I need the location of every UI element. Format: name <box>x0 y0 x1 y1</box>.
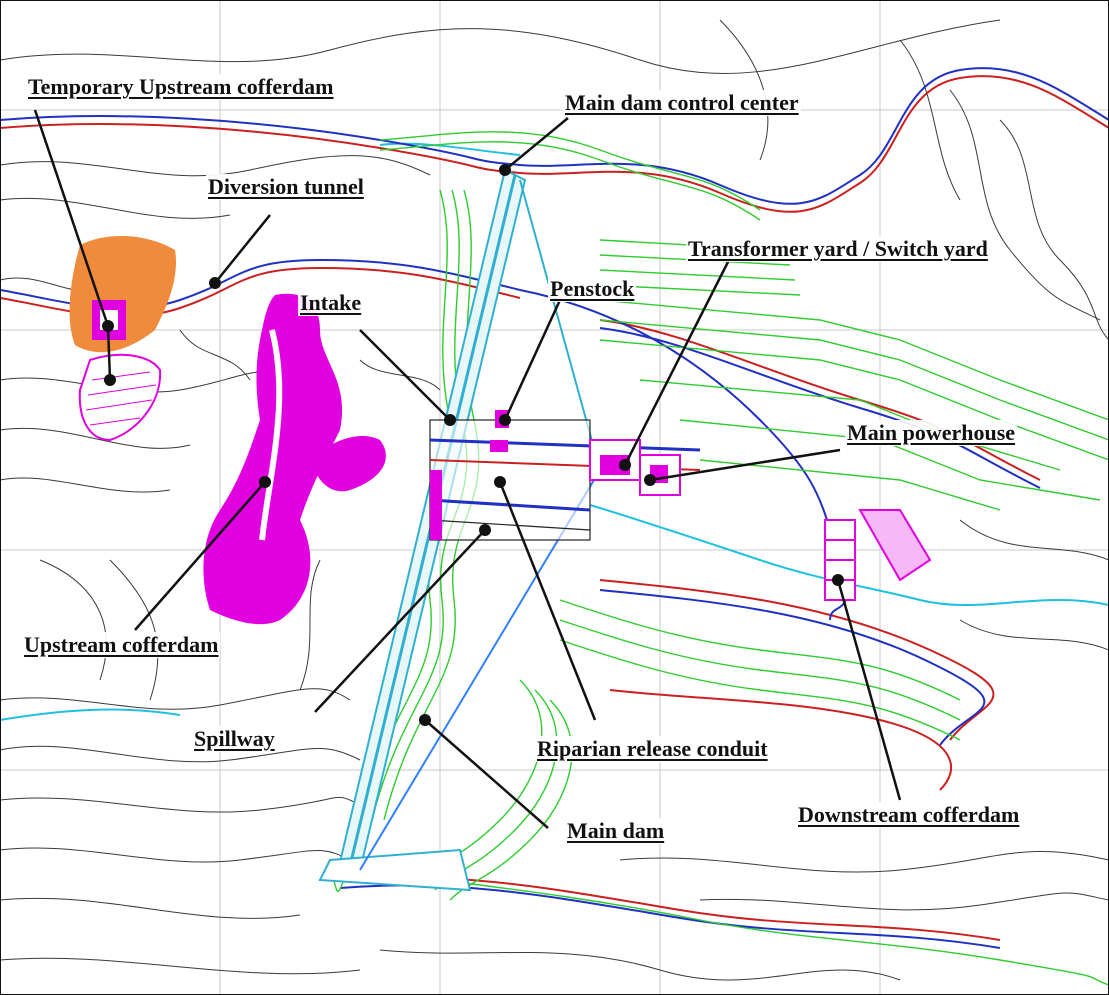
label-temporary-upstream-cofferdam: Temporary Upstream cofferdam <box>26 74 336 100</box>
label-penstock: Penstock <box>548 276 637 302</box>
temporary-upstream-cofferdam <box>69 235 176 442</box>
leader-markers <box>102 164 844 726</box>
label-transformer-switch-yard: Transformer yard / Switch yard <box>686 236 990 262</box>
downstream-cofferdam-structure <box>824 509 932 601</box>
label-diversion-tunnel: Diversion tunnel <box>206 174 366 200</box>
contour-lines <box>0 19 1109 981</box>
label-main-dam-control-center: Main dam control center <box>563 90 801 116</box>
label-main-powerhouse: Main powerhouse <box>845 420 1018 446</box>
label-spillway: Spillway <box>192 726 277 752</box>
label-intake: Intake <box>298 290 364 316</box>
upstream-cofferdam <box>203 293 386 625</box>
leader-lines <box>33 109 902 829</box>
label-riparian-release-conduit: Riparian release conduit <box>535 736 770 762</box>
label-upstream-cofferdam: Upstream cofferdam <box>22 632 221 658</box>
label-main-dam: Main dam <box>565 818 667 844</box>
label-downstream-cofferdam: Downstream cofferdam <box>796 802 1022 828</box>
